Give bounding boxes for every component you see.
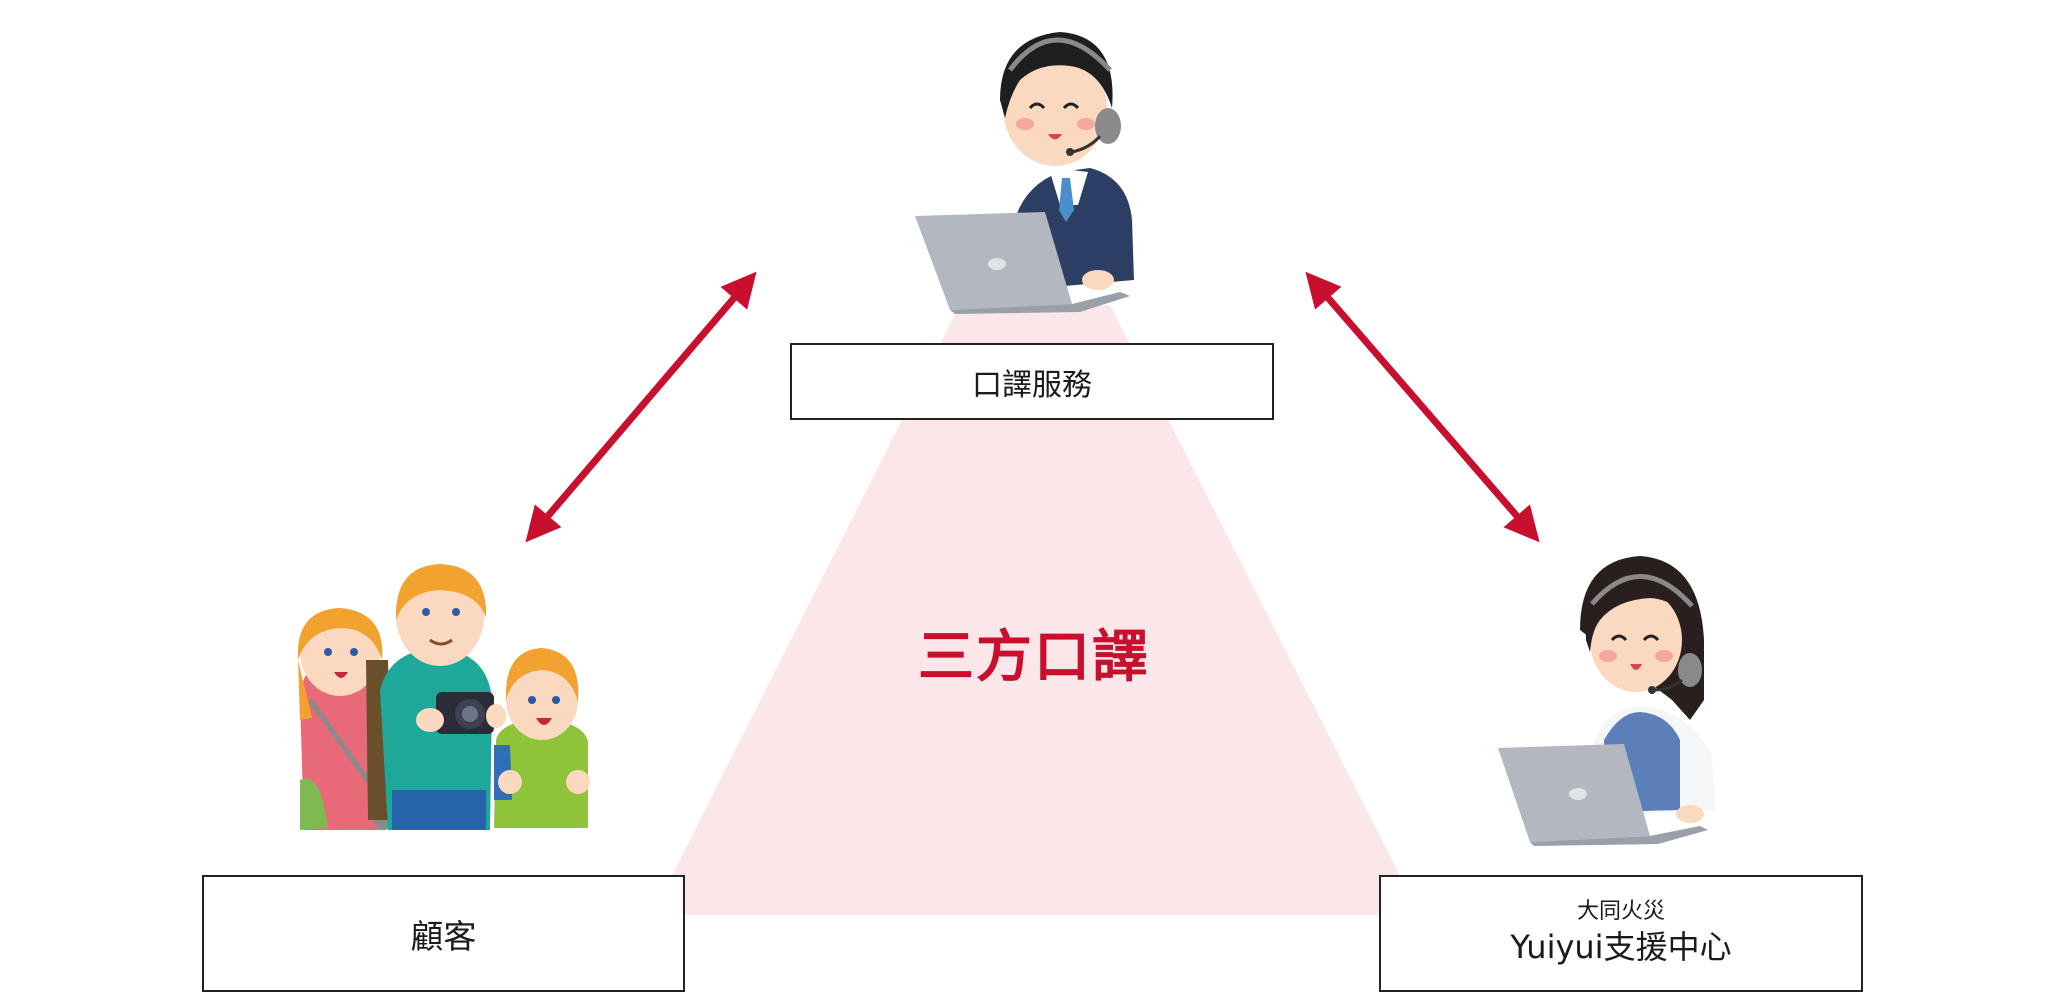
support-center-box: 大同火災 Yuiyui支援中心 xyxy=(1379,875,1863,992)
arrow-interpreter-support xyxy=(1310,277,1535,537)
tourist-family-with-camera-icon xyxy=(298,564,590,830)
arrow-customer-interpreter xyxy=(530,277,752,537)
customer-label: 顧客 xyxy=(411,910,477,958)
support-center-label: Yuiyui支援中心 xyxy=(1510,927,1731,969)
support-company-label: 大同火災 xyxy=(1577,898,1665,927)
interpreter-service-box: 口譯服務 xyxy=(790,343,1274,420)
female-operator-with-headset-and-laptop-icon xyxy=(1498,556,1716,846)
customer-box: 顧客 xyxy=(202,875,685,992)
male-operator-with-headset-and-laptop-icon xyxy=(915,32,1134,314)
interpreter-service-label: 口譯服務 xyxy=(972,360,1092,404)
three-way-interpretation-label: 三方口譯 xyxy=(834,612,1234,693)
